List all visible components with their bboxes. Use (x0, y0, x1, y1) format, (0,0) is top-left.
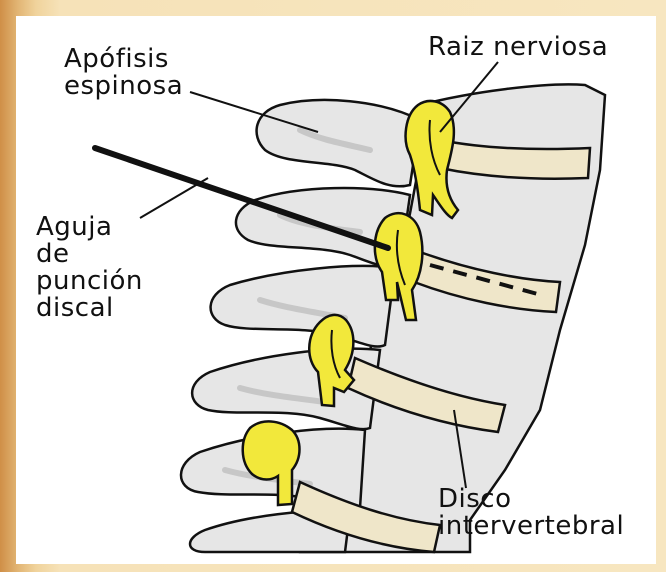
label-disco-intervertebral: Disco intervertebral (438, 486, 624, 540)
label-line: Apófisis (64, 46, 183, 73)
label-line: Raiz nerviosa (428, 34, 608, 61)
label-raiz-nerviosa: Raiz nerviosa (428, 34, 608, 61)
label-line: Aguja (36, 214, 143, 241)
spinous-process-3 (211, 266, 395, 347)
label-line: discal (36, 295, 143, 322)
label-aguja-puncion-discal: Aguja de punción discal (36, 214, 143, 322)
label-apofisis-espinosa: Apófisis espinosa (64, 46, 183, 100)
label-line: Disco (438, 486, 624, 513)
label-line: punción (36, 268, 143, 295)
leader-aguja (140, 178, 208, 218)
label-line: de (36, 241, 143, 268)
label-line: espinosa (64, 73, 183, 100)
label-line: intervertebral (438, 513, 624, 540)
